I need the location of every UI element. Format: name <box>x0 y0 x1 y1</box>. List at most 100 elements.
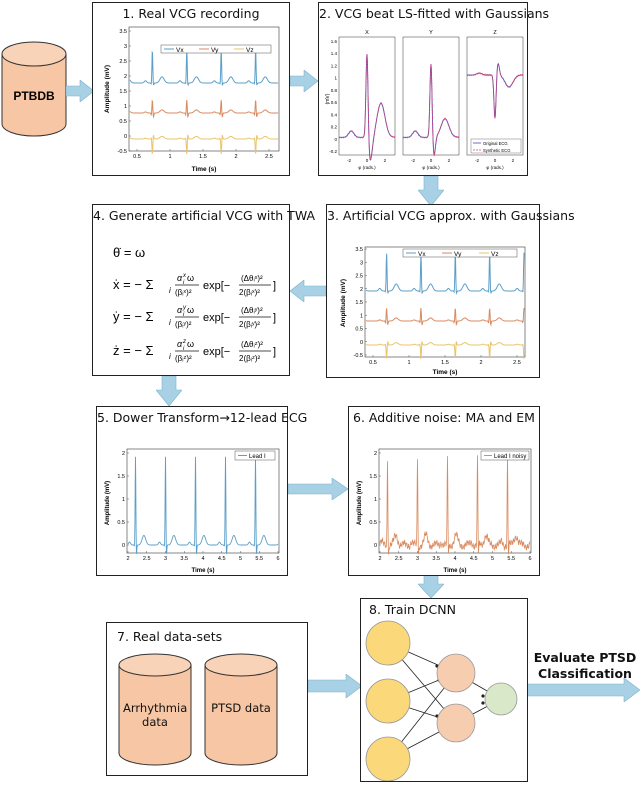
svg-text:exp[−: exp[− <box>203 280 230 292</box>
step2-title: 2. VCG beat LS-fitted with Gaussians <box>319 6 550 21</box>
step3-box: 3. Artificial VCG approx. with Gaussians… <box>326 204 575 378</box>
step3-ytick: 2.5 <box>355 274 363 280</box>
step3-ytick: 0 <box>360 340 363 346</box>
step1-legend-vx: Vx <box>176 47 184 54</box>
step5-xlabel: Time (s) <box>192 568 215 574</box>
step1-xtick: 1.5 <box>199 154 207 160</box>
svg-text:i: i <box>169 286 171 295</box>
step2-ytick: 1.2 <box>331 63 338 68</box>
step5-ylabel: Amplitude (mV) <box>105 481 111 525</box>
svg-text:exp[−: exp[− <box>203 346 230 358</box>
step5-ytick: 0.5 <box>117 520 125 526</box>
step6-legend: Lead I noisy <box>494 454 526 460</box>
svg-text:α: α <box>177 273 183 283</box>
arrow-step6-to-step8 <box>418 574 444 598</box>
step2-ytick: 0 <box>334 137 337 142</box>
step2-ytick: -0.2 <box>329 149 337 154</box>
step6-xtick: 3 <box>416 556 419 562</box>
ptbdb-database: PTBDB <box>1 41 67 137</box>
hidden-node-2 <box>436 703 476 743</box>
step2-xtick: -2 <box>411 158 415 163</box>
step2-panel-title: Y <box>429 30 433 36</box>
step1-xtick: 0.5 <box>133 154 141 160</box>
svg-text:i: i <box>183 346 185 352</box>
step6-xtick: 2 <box>378 556 381 562</box>
step1-legend-vz: Vz <box>246 47 254 54</box>
step8-title: 8. Train DCNN <box>369 602 456 617</box>
step6-xtick: 4.5 <box>470 556 478 562</box>
input-node-1 <box>365 620 411 666</box>
svg-text:ẏ = − Σ: ẏ = − Σ <box>113 309 154 324</box>
step2-ytick: 0.2 <box>331 125 338 130</box>
step2-synthetic-ecg <box>338 54 396 162</box>
step1-ytick: 3 <box>124 44 127 50</box>
arrow-step5-to-step6 <box>288 478 348 500</box>
svg-text:]: ] <box>273 280 276 292</box>
step1-legend-vy: Vy <box>211 47 219 54</box>
input-node-3 <box>365 736 411 781</box>
svg-text:(Δθᵢʸ)²: (Δθᵢʸ)² <box>241 306 263 315</box>
step3-xtick: 2.5 <box>513 360 521 366</box>
step5-ytick: 1.5 <box>117 474 125 480</box>
step5-xtick: 3.5 <box>180 556 188 562</box>
step5-xtick: 3 <box>164 556 167 562</box>
svg-text:(Δθᵢˣ)²: (Δθᵢˣ)² <box>241 274 263 283</box>
svg-text:α: α <box>177 305 183 315</box>
step1-xtick: 2 <box>234 154 237 160</box>
step6-xtick: 6 <box>528 556 531 562</box>
step1-ytick: 1.5 <box>119 89 127 95</box>
step3-legend-vy: Vy <box>454 251 462 258</box>
step2-ytick: 0.8 <box>331 88 338 93</box>
step2-xtick: 2 <box>512 158 515 163</box>
step3-legend-vx: Vx <box>418 251 426 258</box>
step3-ytick: 1.5 <box>355 300 363 306</box>
step1-ytick: 1 <box>124 104 127 110</box>
step5-xtick: 2.5 <box>143 556 151 562</box>
step3-legend-vz: Vz <box>491 251 499 258</box>
step5-xtick: 2 <box>126 556 129 562</box>
svg-text:2(βᵢʸ)²: 2(βᵢʸ)² <box>239 320 260 329</box>
svg-text:ω: ω <box>187 273 194 283</box>
step4-equations: θ̇ = ω ẋ = − Σ i α x i ω (βᵢˣ)² exp[− (Δ… <box>113 245 276 363</box>
step5-legend: Lead I <box>249 454 266 460</box>
step3-ytick: 1 <box>360 313 363 319</box>
step6-xtick: 2.5 <box>395 556 403 562</box>
step1-xtick: 2.5 <box>265 154 273 160</box>
step6-xlabel: Time (s) <box>444 568 467 574</box>
step1-xlabel: Time (s) <box>192 166 217 173</box>
svg-text:i: i <box>183 280 185 286</box>
step2-panel-title: X <box>365 30 369 36</box>
step1-ytick: 2 <box>124 74 127 80</box>
arrow-ptbdb-to-step1 <box>66 80 94 102</box>
step2-xtick: 0 <box>366 158 369 163</box>
step6-ytick: 2 <box>374 451 377 457</box>
step2-ytick: 1.4 <box>331 51 338 56</box>
step3-xtick: 0.5 <box>369 360 377 366</box>
svg-text:(βᵢˣ)²: (βᵢˣ)² <box>175 288 192 297</box>
svg-text:i: i <box>169 352 171 361</box>
step1-ytick: 2.5 <box>119 59 127 65</box>
step3-ytick: 2 <box>360 287 363 293</box>
step6-xtick: 5.5 <box>507 556 515 562</box>
step5-ytick: 1 <box>122 497 125 503</box>
step6-ytick: 1 <box>374 497 377 503</box>
eq-y: ẏ = − Σ i α y i ω (βᵢʸ)² exp[− (Δθᵢʸ)² 2… <box>113 305 276 329</box>
arrow-step3-to-step4 <box>290 280 326 302</box>
svg-text:α: α <box>177 339 183 349</box>
hidden-node-1 <box>436 653 476 693</box>
step1-ytick: 0.5 <box>119 119 127 125</box>
svg-text:]: ] <box>273 312 276 324</box>
step5-title: 5. Dower Transform→12-lead ECG <box>97 410 308 425</box>
step3-ytick: 3.5 <box>355 247 363 253</box>
eq-x: ẋ = − Σ i α x i ω (βᵢˣ)² exp[− (Δθᵢˣ)² 2… <box>113 273 276 297</box>
step7-title: 7. Real data-sets <box>117 629 223 644</box>
step2-xtick: 2 <box>448 158 451 163</box>
step6-xtick: 5 <box>491 556 494 562</box>
step1-title: 1. Real VCG recording <box>122 6 260 21</box>
svg-text:(βᵢᶻ)²: (βᵢᶻ)² <box>175 354 192 363</box>
evaluate-ptsd-label: Evaluate PTSD Classification <box>533 650 637 681</box>
